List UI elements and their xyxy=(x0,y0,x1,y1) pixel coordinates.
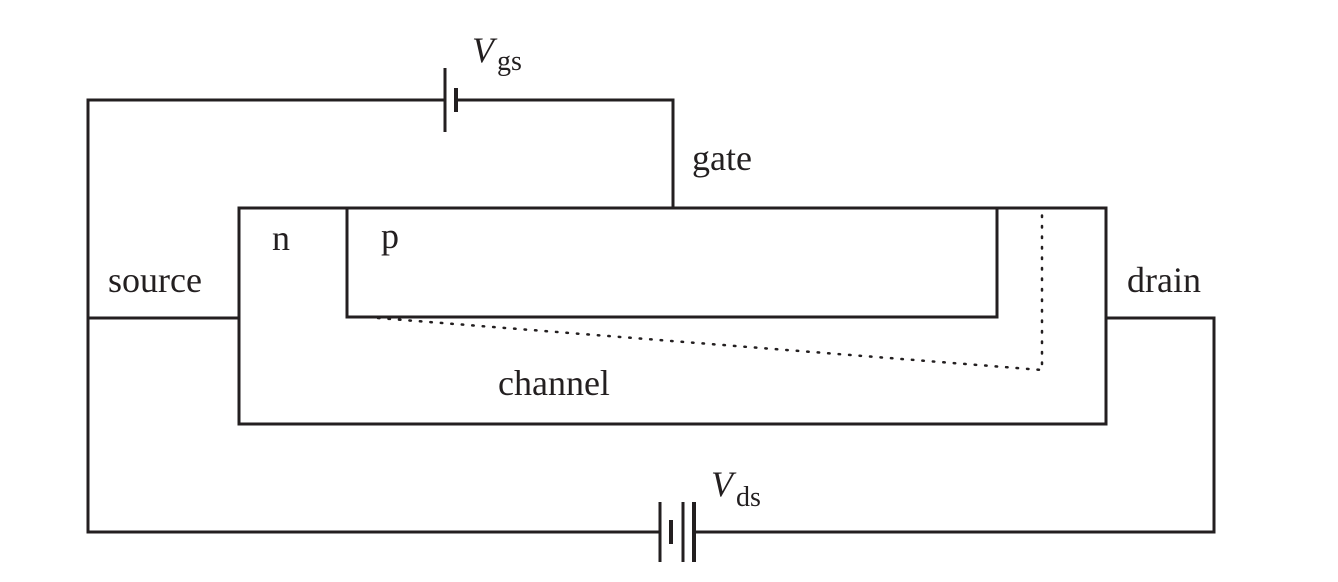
n-type-body xyxy=(237,206,1108,426)
drain-circuit xyxy=(86,316,1216,534)
gate-source-wire-left xyxy=(86,98,445,318)
gate-label: gate xyxy=(692,138,752,178)
gate-circuit xyxy=(86,98,675,318)
gate-wire-right xyxy=(456,98,675,208)
p-type-gate-region xyxy=(345,208,999,319)
vgs-subscript: gs xyxy=(497,46,522,77)
vds-battery xyxy=(658,502,696,562)
drain-wire xyxy=(694,316,1216,534)
n-region-label: n xyxy=(272,218,290,258)
source-label: source xyxy=(108,260,202,300)
vds-symbol: V xyxy=(711,464,737,504)
depletion-boundary xyxy=(376,208,1044,372)
vgs-battery xyxy=(443,68,458,132)
drain-label: drain xyxy=(1127,260,1201,300)
channel-label: channel xyxy=(498,363,610,403)
vgs-symbol: V xyxy=(472,30,498,70)
p-region-label: p xyxy=(381,216,399,256)
vds-subscript: ds xyxy=(736,482,761,513)
source-wire-bottom xyxy=(86,316,660,534)
